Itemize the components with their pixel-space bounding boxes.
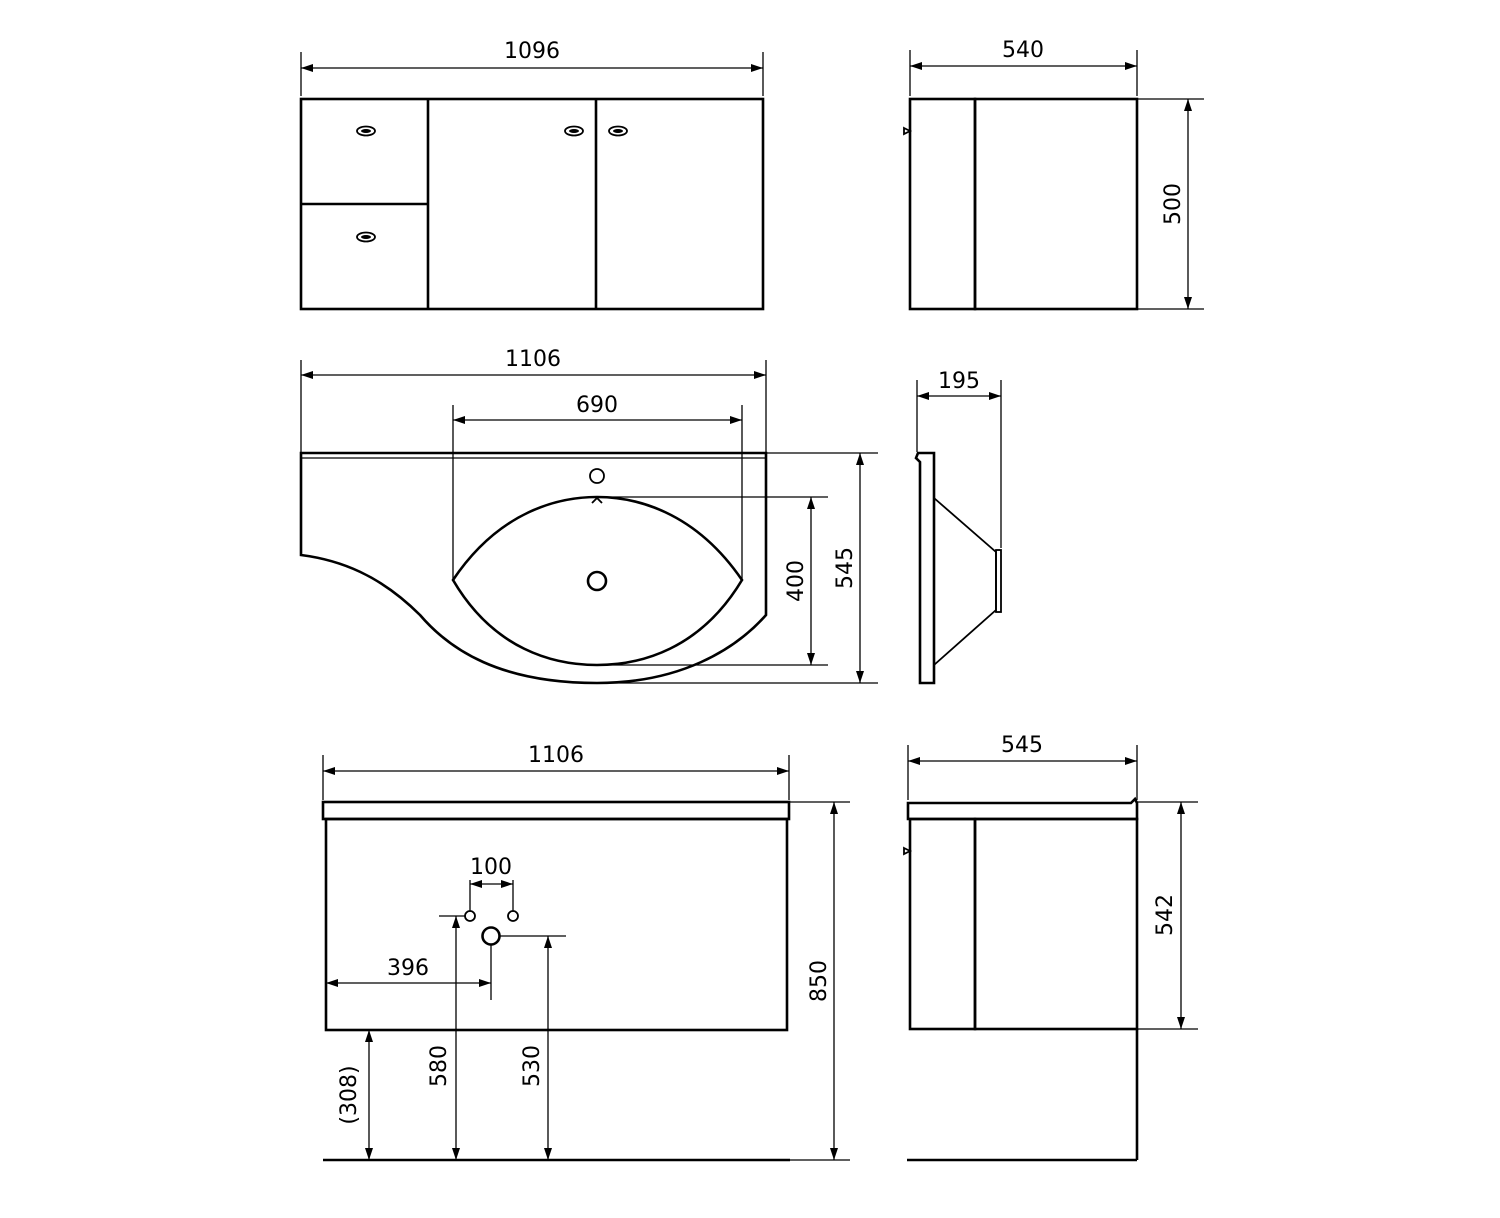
supply-height-label: 580 — [427, 1045, 452, 1087]
assembly-depth-label: 545 — [1001, 733, 1043, 758]
cabinet-door-profile — [908, 97, 977, 311]
hole-spacing-label: 100 — [470, 855, 512, 880]
cabinet-door-profile — [908, 817, 977, 1031]
front-cabinet-view: 1096 — [299, 39, 765, 311]
cabinet-body — [324, 817, 789, 1032]
cabinet-height-label: 500 — [1161, 183, 1186, 225]
basin-depth-label: 545 — [833, 547, 858, 589]
side-cabinet-view: 540 500 — [903, 38, 1204, 311]
assembly-width-label: 1106 — [528, 743, 584, 768]
drain-pipe-icon — [481, 926, 501, 946]
faucet-hole-icon — [589, 468, 605, 484]
cabinet-width-label: 1096 — [504, 39, 560, 64]
basin-bowl — [451, 495, 744, 667]
cabinet-body-profile — [973, 97, 1139, 311]
assembly-cabinet-height-label: 542 — [1153, 894, 1178, 936]
supply-hole-icon — [464, 910, 476, 922]
basin-top-view: 1106 690 400 545 — [299, 347, 878, 685]
basin-profile-drain — [995, 549, 1002, 613]
basin-side-view: 195 — [914, 369, 1002, 685]
bowl-depth-label: 400 — [784, 560, 809, 602]
cabinet-depth-label: 540 — [1002, 38, 1044, 63]
handle-profile-icon — [903, 126, 913, 136]
total-height-label: 850 — [807, 960, 832, 1002]
front-assembly-view: 1106 100 396 (308) 580 530 850 — [321, 743, 850, 1162]
countertop-slab — [321, 800, 791, 821]
basin-profile-bowl — [933, 497, 997, 666]
countertop-profile — [906, 796, 1139, 821]
drain-offset-label: 396 — [387, 956, 429, 981]
drawer-handle-icon — [356, 125, 376, 137]
basin-height-label: 195 — [938, 369, 980, 394]
supply-hole-icon — [507, 910, 519, 922]
door-handle-icon — [564, 125, 584, 137]
cabinet-body-profile — [973, 817, 1139, 1031]
drain-height-label: 530 — [520, 1045, 545, 1087]
drain-hole-icon — [586, 570, 608, 592]
side-assembly-view: 545 542 — [903, 733, 1198, 1162]
door-handle-icon — [608, 125, 628, 137]
bowl-width-label: 690 — [576, 393, 618, 418]
basin-outline — [299, 451, 768, 685]
mount-height-label: (308) — [337, 1065, 362, 1124]
overflow-icon — [591, 496, 603, 504]
basin-profile-rim — [914, 451, 936, 685]
basin-width-label: 1106 — [505, 347, 561, 372]
drawer-handle-icon — [356, 231, 376, 243]
handle-profile-icon — [903, 846, 913, 856]
